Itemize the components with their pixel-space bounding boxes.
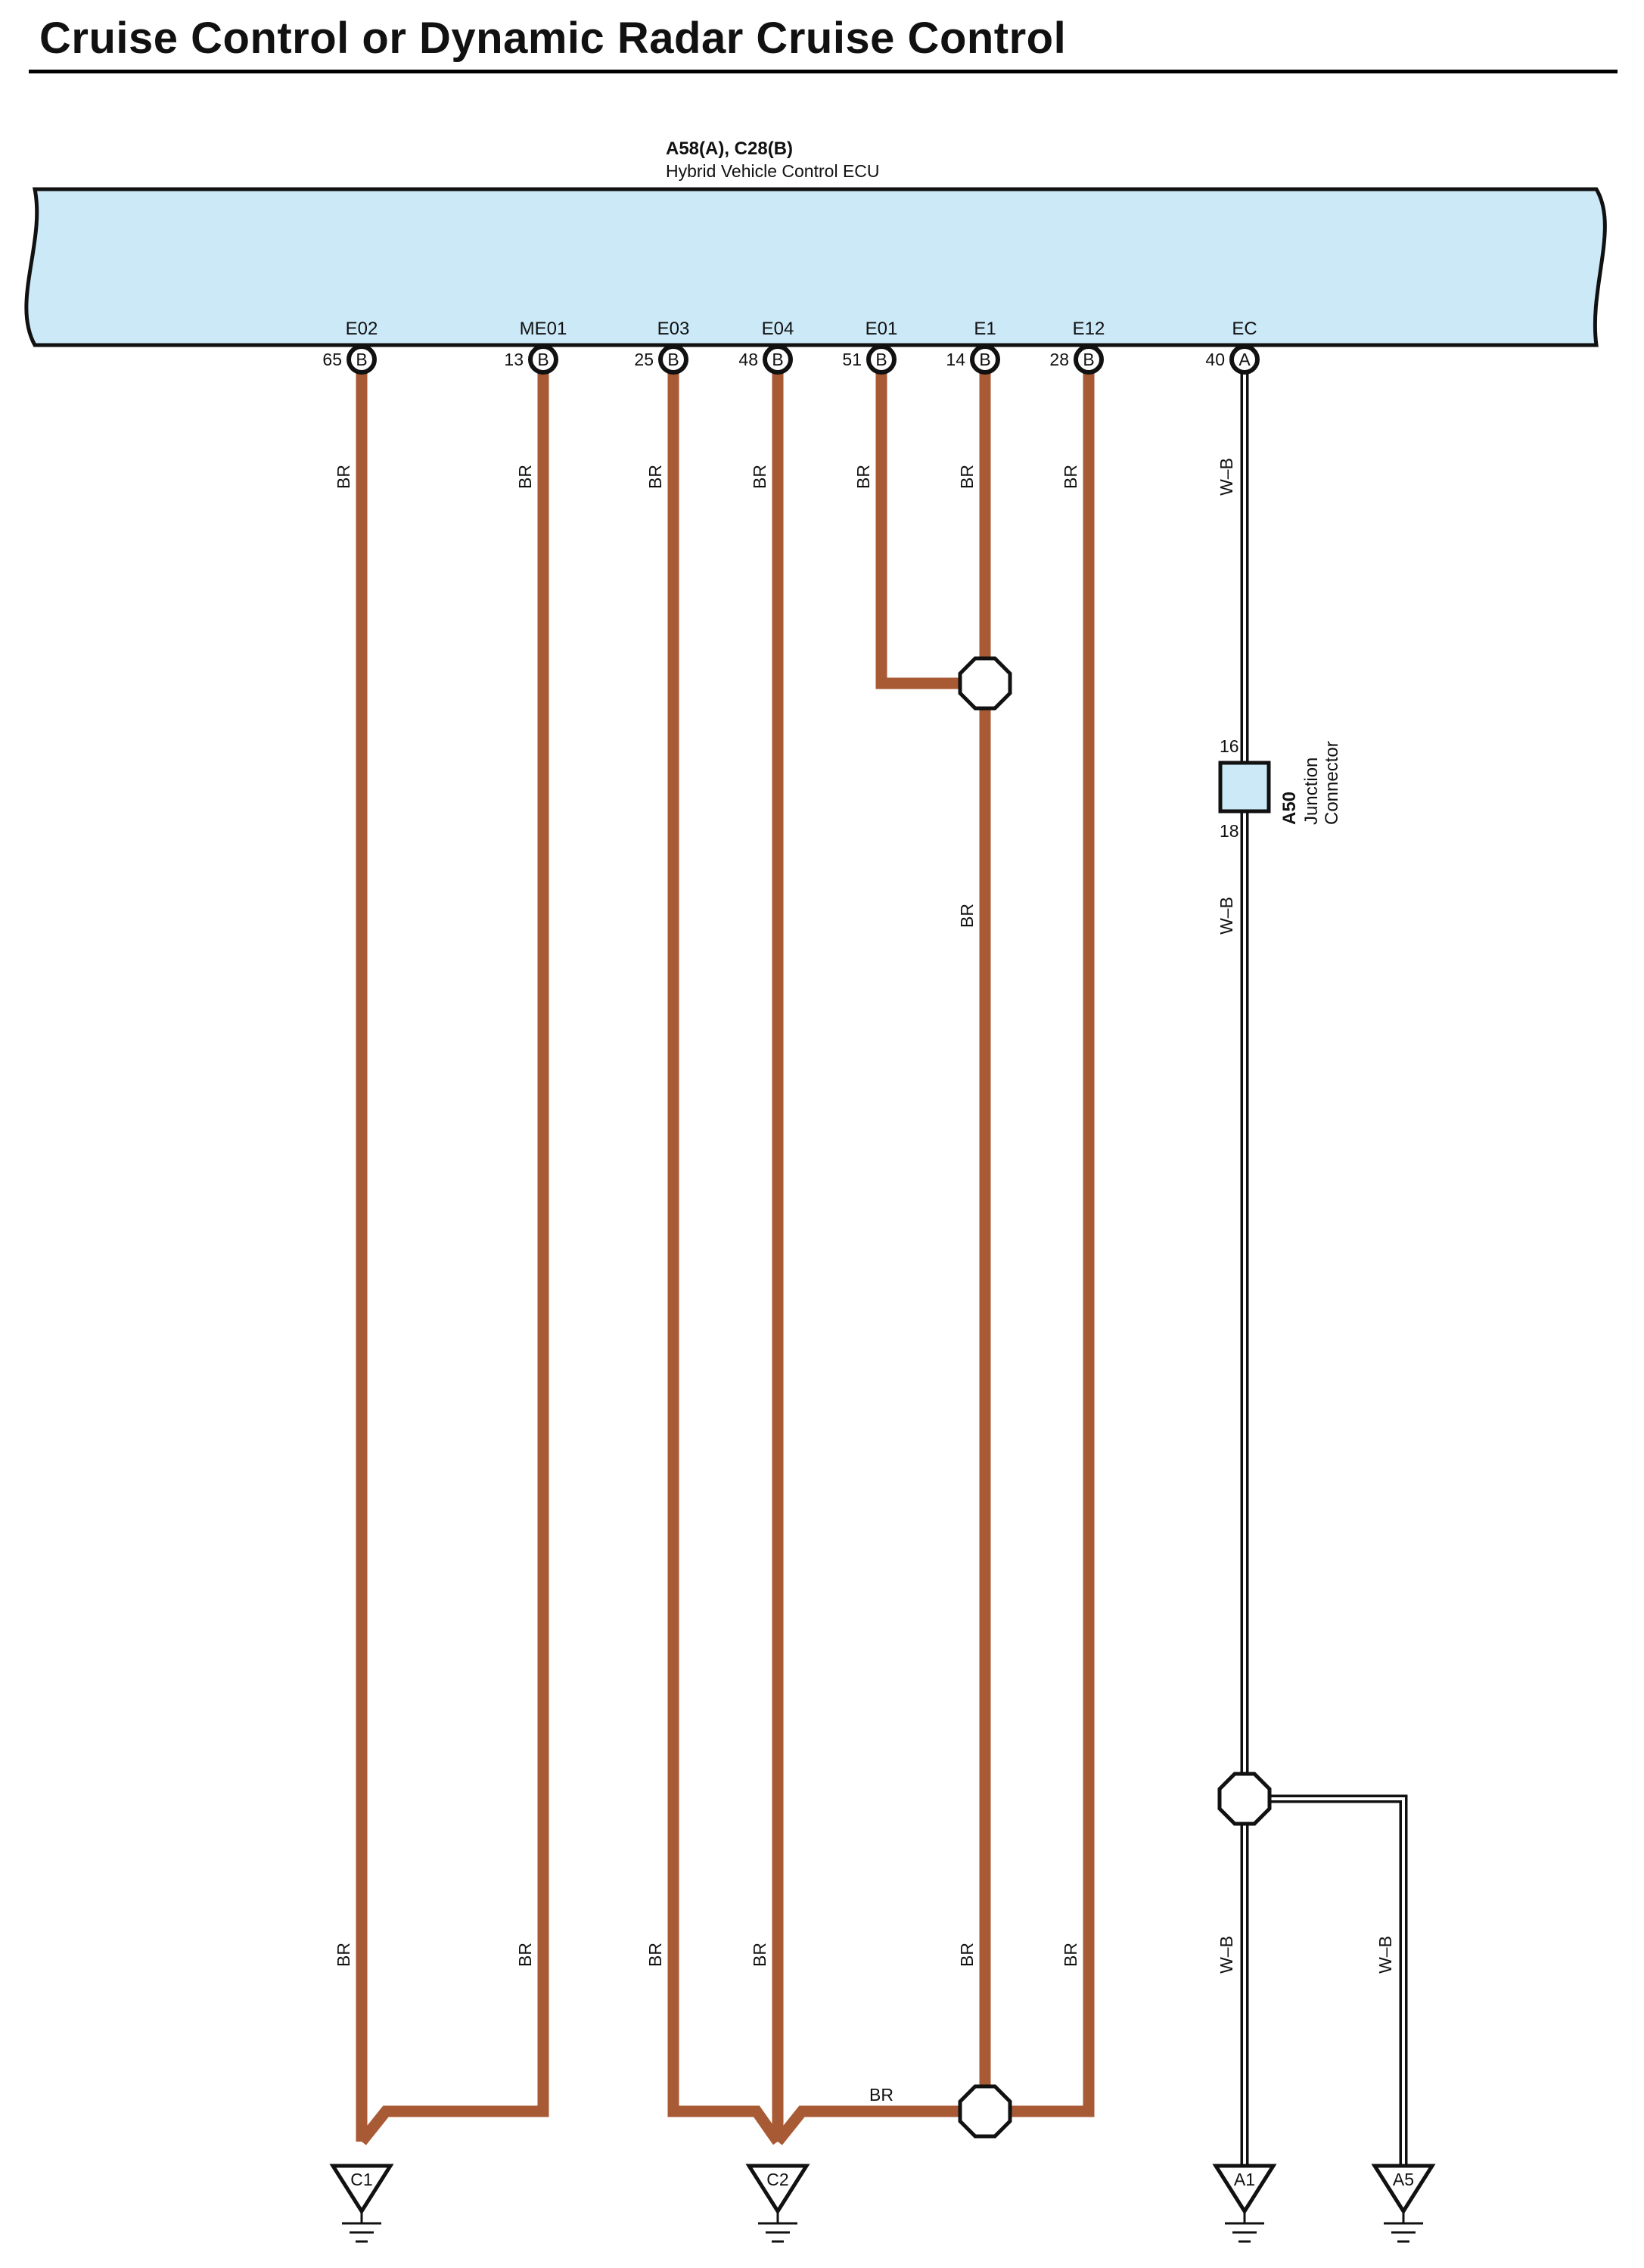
svg-text:A1: A1 — [1234, 2170, 1255, 2189]
pin-number-48: 48 — [738, 350, 758, 369]
page-title: Cruise Control or Dynamic Radar Cruise C… — [39, 14, 1067, 63]
pin-me01: B 13 — [504, 344, 558, 375]
grounds: C1 C2 A1 A5 — [329, 2164, 1436, 2243]
pin-signal-e1: E1 — [974, 319, 996, 339]
pin-e01: B 51 — [842, 344, 897, 375]
pin-e02: B 65 — [322, 344, 377, 375]
svg-text:BR: BR — [957, 904, 977, 928]
svg-text:BR: BR — [1061, 465, 1080, 489]
svg-text:W–B: W–B — [1375, 1936, 1395, 1974]
wb-wires — [1240, 359, 1408, 2172]
splice-wb — [1217, 1772, 1272, 1826]
wire-color-labels: BR BR BR BR BR BR BR W–B BR W–B BR BR BR… — [334, 458, 1395, 2105]
pin-e04: B 48 — [738, 344, 793, 375]
splice-c2 — [958, 2084, 1012, 2139]
svg-text:BR: BR — [750, 465, 769, 489]
junction-pin-16: 16 — [1220, 736, 1239, 756]
pin-signal-e01: E01 — [866, 319, 898, 339]
junction-label-2: Connector — [1322, 741, 1342, 825]
pin-signal-e02: E02 — [346, 319, 378, 339]
pin-number-28: 28 — [1049, 350, 1069, 369]
svg-text:B: B — [667, 350, 679, 369]
svg-text:B: B — [537, 350, 549, 369]
svg-text:B: B — [772, 350, 783, 369]
ecu-connector-ids: A58(A), C28(B) — [666, 138, 793, 159]
ecu-name: Hybrid Vehicle Control ECU — [666, 161, 880, 181]
svg-text:W–B: W–B — [1217, 1936, 1236, 1974]
ecu-body — [24, 187, 1607, 347]
junction-pin-18: 18 — [1220, 821, 1239, 841]
pin-e03: B 25 — [634, 344, 688, 375]
pin-signal-e12: E12 — [1073, 319, 1105, 339]
svg-text:B: B — [1083, 350, 1094, 369]
svg-text:BR: BR — [334, 465, 353, 489]
splice-e1 — [958, 656, 1012, 711]
junction-id: A50 — [1279, 792, 1300, 825]
wire-me01 — [357, 359, 549, 2145]
junction-label-1: Junction — [1301, 758, 1322, 825]
pin-signal-e04: E04 — [762, 319, 794, 339]
pin-signal-labels: E02 ME01 E03 E04 E01 E1 E12 EC — [346, 319, 1257, 339]
svg-text:B: B — [875, 350, 887, 369]
ground-c2: C2 — [745, 2164, 810, 2243]
pin-ec: A 40 — [1205, 344, 1260, 375]
svg-text:BR: BR — [334, 1943, 353, 1967]
ground-a5: A5 — [1371, 2164, 1436, 2243]
pin-number-14: 14 — [946, 350, 965, 369]
pin-number-65: 65 — [322, 350, 342, 369]
ground-c1: C1 — [329, 2164, 394, 2243]
junction-connector-a50: 16 18 A50 Junction Connector — [1218, 736, 1342, 841]
svg-text:B: B — [356, 350, 367, 369]
svg-text:W–B: W–B — [1217, 897, 1236, 935]
svg-text:BR: BR — [869, 2085, 893, 2105]
svg-text:W–B: W–B — [1217, 458, 1236, 496]
svg-text:BR: BR — [957, 1943, 977, 1967]
wire-c2-bus — [773, 2105, 985, 2145]
pin-signal-ec: EC — [1232, 319, 1257, 339]
svg-text:BR: BR — [750, 1943, 769, 1967]
pin-signal-me01: ME01 — [520, 319, 567, 339]
svg-text:BR: BR — [645, 1943, 665, 1967]
svg-text:BR: BR — [957, 465, 977, 489]
wire-e01 — [875, 359, 985, 689]
pin-e1: B 14 — [946, 344, 1000, 375]
svg-text:B: B — [979, 350, 990, 369]
pin-number-13: 13 — [504, 350, 524, 369]
pin-number-51: 51 — [842, 350, 862, 369]
title-rule — [29, 70, 1618, 73]
svg-text:BR: BR — [515, 465, 535, 489]
svg-text:BR: BR — [1061, 1943, 1080, 1967]
pin-number-25: 25 — [634, 350, 654, 369]
pin-number-40: 40 — [1205, 350, 1225, 369]
svg-text:BR: BR — [515, 1943, 535, 1967]
svg-text:A: A — [1238, 350, 1251, 369]
svg-text:BR: BR — [645, 465, 665, 489]
pin-e12: B 28 — [1049, 344, 1104, 375]
pin-signal-e03: E03 — [657, 319, 690, 339]
pins: B 65 B 13 B 25 B 48 B 51 B 14 — [322, 344, 1260, 375]
ground-a1: A1 — [1212, 2164, 1277, 2243]
br-wires — [356, 359, 1095, 2145]
wire-e12 — [985, 359, 1095, 2117]
splice-points — [958, 656, 1272, 2139]
svg-text:C2: C2 — [766, 2170, 788, 2189]
svg-text:BR: BR — [853, 465, 873, 489]
svg-text:A5: A5 — [1393, 2170, 1414, 2189]
wire-e03 — [667, 359, 783, 2145]
svg-text:C1: C1 — [350, 2170, 372, 2189]
